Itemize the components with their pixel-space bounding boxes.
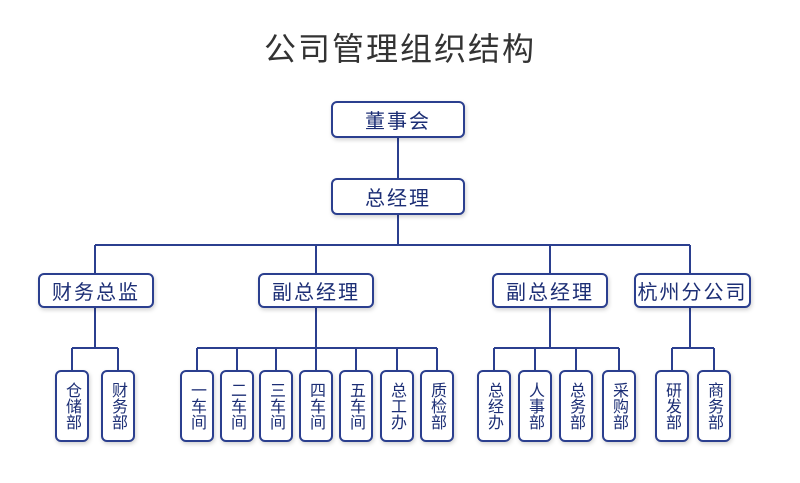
node-general-manager: 总经理	[331, 178, 465, 215]
dept-workshop-3: 三车间	[259, 370, 293, 442]
node-deputy-gm-1: 副总经理	[258, 273, 374, 308]
node-deputy-gm-2: 副总经理	[492, 273, 608, 308]
dept-workshop-2: 二车间	[220, 370, 254, 442]
node-finance-director: 财务总监	[38, 273, 154, 308]
dept-gm-office: 总经办	[477, 370, 511, 442]
node-board: 董事会	[331, 101, 465, 138]
dept-purchasing: 采购部	[602, 370, 636, 442]
chart-title: 公司管理组织结构	[263, 30, 536, 68]
dept-quality-inspection: 质检部	[420, 370, 454, 442]
dept-hr: 人事部	[518, 370, 552, 442]
dept-workshop-5: 五车间	[339, 370, 373, 442]
dept-workshop-4: 四车间	[299, 370, 333, 442]
dept-finance: 财务部	[101, 370, 135, 442]
dept-workshop-1: 一车间	[180, 370, 214, 442]
dept-business: 商务部	[697, 370, 731, 442]
dept-rnd: 研发部	[655, 370, 689, 442]
dept-general-affairs: 总务部	[559, 370, 593, 442]
node-hangzhou-branch: 杭州分公司	[634, 273, 751, 308]
dept-chief-engineer-office: 总工办	[380, 370, 414, 442]
dept-warehouse: 仓储部	[55, 370, 89, 442]
